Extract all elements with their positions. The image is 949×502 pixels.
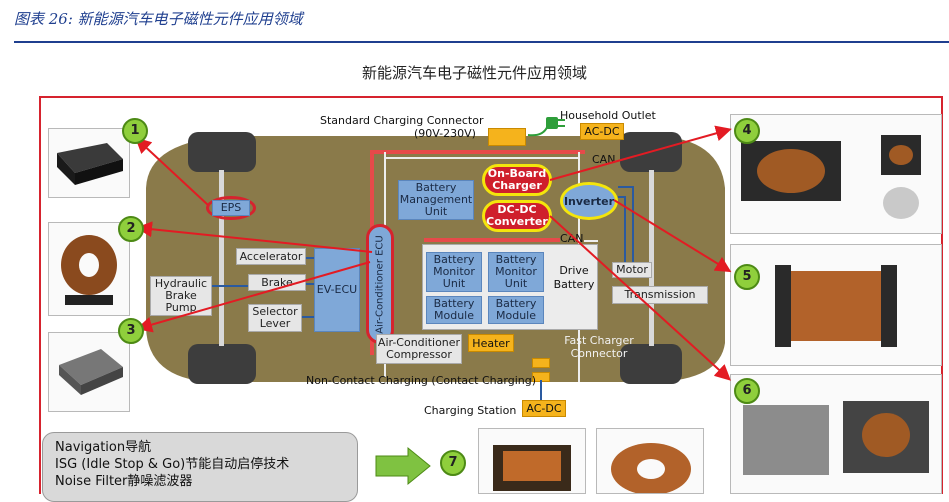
drive-battery-label: Drive Battery: [553, 264, 595, 291]
ev-ecu: EV-ECU: [314, 248, 360, 332]
wheel-rear-left: [188, 344, 256, 384]
can-line-top: [384, 157, 578, 159]
marker-5: 5: [734, 264, 760, 290]
green-arrow-icon: [375, 446, 431, 486]
bobbin-transformer-image: [493, 445, 571, 491]
marker-1: 1: [122, 118, 148, 144]
plug-icon: [527, 117, 565, 137]
standard-connector-label: Standard Charging Connector: [320, 114, 484, 127]
inverter-line-2: [632, 186, 634, 264]
photo-component-2: [48, 222, 130, 316]
power-line-top: [370, 150, 585, 154]
arrow-dcdc-to-6: [549, 215, 731, 381]
accelerator-box: Accelerator: [236, 248, 306, 265]
arrow-acecu-to-3: [136, 261, 371, 333]
header-rule: [14, 41, 949, 43]
acdc-bottom-box: AC-DC: [522, 400, 566, 417]
selector-line: [302, 316, 314, 318]
arrow-inverter-to-5: [613, 199, 732, 273]
brake-box: Brake: [248, 274, 306, 291]
nav-line-1: Navigation导航: [55, 440, 152, 455]
brake-line: [212, 285, 248, 287]
nav-line-2: ISG (Idle Stop & Go)节能自动启停技术: [55, 457, 290, 472]
inverter-line-1: [618, 186, 634, 188]
marker-4: 4: [734, 118, 760, 144]
inverter: Inverter: [560, 182, 618, 220]
transmission-box: Transmission: [612, 286, 708, 304]
eps-box: EPS: [212, 200, 250, 216]
household-outlet-label: Household Outlet: [560, 109, 656, 122]
inverter-line-3: [618, 196, 626, 198]
inverter-line-4: [624, 196, 626, 264]
brake-ecu-line: [306, 283, 314, 285]
shielded-inductor-image: [59, 349, 123, 395]
can-line-mid: [584, 240, 598, 242]
marker-3: 3: [118, 318, 144, 344]
battery-module-2: Battery Module: [488, 296, 544, 324]
photo-component-1: [48, 128, 130, 198]
selector-lever: Selector Lever: [248, 304, 302, 332]
diagram-title: 新能源汽车电子磁性元件应用领域: [361, 64, 587, 82]
charging-connector-plug: [488, 128, 526, 146]
transformer-image: [741, 135, 921, 219]
features-box: Navigation导航 ISG (Idle Stop & Go)节能自动启停技…: [42, 432, 358, 502]
coil-inductor-image: [611, 443, 691, 495]
ac-ecu-highlight: [366, 224, 394, 344]
dcdc-converter: DC-DC Converter: [482, 200, 552, 232]
arrow-eps-to-1: [135, 137, 209, 206]
nav-line-3: Noise Filter静噪滤波器: [55, 474, 193, 489]
charging-station-line: [540, 380, 542, 404]
smd-module-image: [57, 143, 123, 185]
left-axle: [219, 170, 224, 346]
diagram-frame: [39, 96, 943, 494]
on-board-charger: On-Board Charger: [482, 164, 552, 196]
arrow-obc-to-4: [549, 125, 732, 181]
toroid-inductor-image: [61, 235, 117, 305]
wheel-rear-right: [620, 344, 682, 384]
eps-highlight: [206, 196, 256, 220]
wheel-front-left: [188, 132, 256, 172]
marker-6: 6: [734, 378, 760, 404]
battery-module-1: Battery Module: [426, 296, 482, 324]
non-contact-charging-label: Non-Contact Charging (Contact Charging): [306, 374, 536, 387]
power-inductor-image: [743, 401, 929, 475]
charging-station-label: Charging Station: [424, 404, 517, 417]
common-mode-choke-image: [775, 265, 897, 347]
voltage-label: (90V-230V): [414, 127, 476, 140]
marker-7: 7: [440, 450, 466, 476]
fast-charger-label: Fast Charger Connector: [564, 334, 634, 360]
arrow-acecu-to-2: [136, 221, 373, 253]
accel-line: [306, 257, 314, 259]
fast-charger-plug-top: [532, 358, 550, 368]
photo-component-3: [48, 332, 130, 412]
right-axle: [649, 170, 654, 346]
figure-caption: 图表 26: 新能源汽车电子磁性元件应用领域: [14, 10, 303, 28]
heater-box: Heater: [468, 334, 514, 352]
power-line-battery: [424, 238, 560, 242]
photo-component-4: [730, 114, 942, 234]
battery-monitor-unit-1: Battery Monitor Unit: [426, 252, 482, 292]
marker-2: 2: [118, 216, 144, 242]
ac-compressor-box: Air-Conditioner Compressor: [376, 334, 462, 364]
motor-box: Motor: [612, 262, 652, 278]
battery-monitor-unit-2: Battery Monitor Unit: [488, 252, 544, 292]
photo-component-5: [730, 244, 942, 366]
photo-component-7b: [596, 428, 704, 495]
battery-management-unit: Battery Management Unit: [398, 180, 474, 220]
acdc-top-box: AC-DC: [580, 123, 624, 140]
